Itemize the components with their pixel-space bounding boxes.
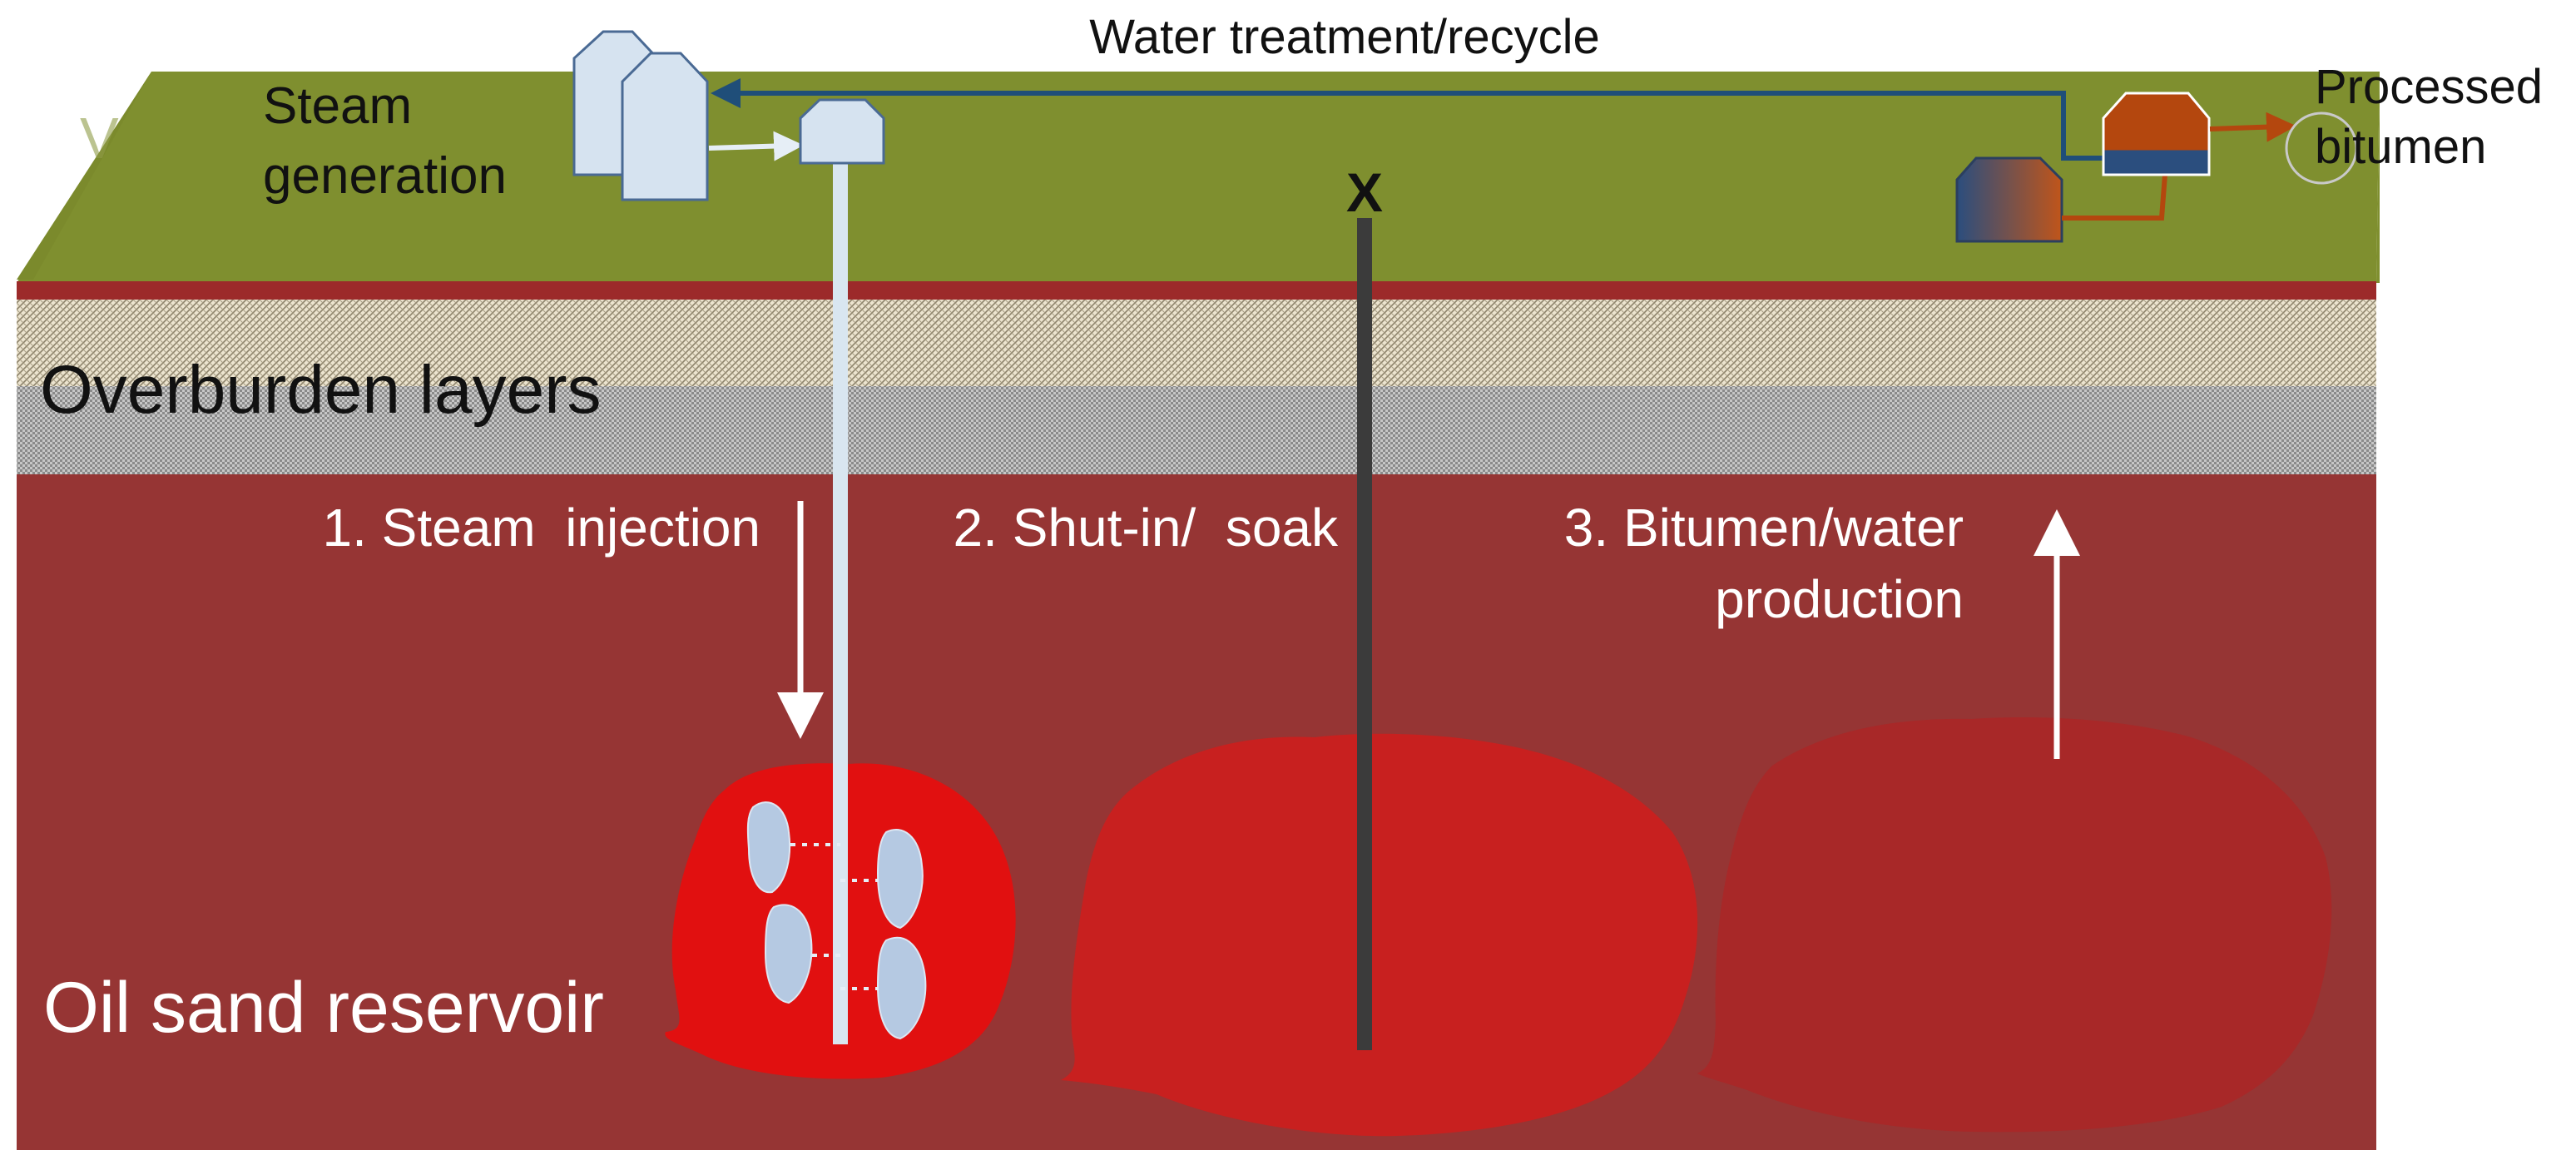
step1-label: 1. Steam injection <box>323 498 761 558</box>
treatment-unit <box>2102 92 2211 176</box>
steam-generation-label-line1: Steam <box>263 77 412 135</box>
processed-bitumen-arrow <box>2209 112 2296 142</box>
steam-bubble <box>746 801 791 894</box>
topsoil-strip <box>17 281 2376 300</box>
step2-label: 2. Shut-in/ soak <box>954 498 1339 558</box>
steam-bubbles <box>746 801 927 1040</box>
step3-label-line2: production <box>1715 569 1964 629</box>
ground-surface-left-bevel <box>17 72 151 280</box>
processed-bitumen-label-line1: Processed <box>2315 60 2543 114</box>
steam-generation-plant <box>572 30 709 201</box>
step3-label-line1: 3. Bitumen/water <box>1564 498 1964 558</box>
steam-bubble <box>876 828 924 930</box>
steam-bubble <box>764 904 813 1004</box>
silo-front <box>621 52 709 201</box>
production-separator <box>1955 156 2063 243</box>
overburden-label: Overburden layers <box>40 352 602 428</box>
overburden-checker-layer <box>17 386 2376 474</box>
overburden-hatched-layer <box>17 300 2376 386</box>
bitumen-transfer-line <box>2062 174 2167 221</box>
injection-wellhead <box>799 98 885 165</box>
steam-bubble-connectors <box>790 843 878 990</box>
water-treatment-label: Water treatment/recycle <box>1089 10 1599 64</box>
steam-generation-label-line2: generation <box>263 147 507 205</box>
steam-feed-arrow <box>708 131 804 161</box>
water-recycle-line <box>711 78 2120 161</box>
steam-chamber-soak <box>1061 733 1698 1137</box>
shut-in-marker: X <box>1346 161 1383 223</box>
outlet-ring <box>2285 112 2358 185</box>
steam-bubble <box>876 936 927 1040</box>
processed-bitumen-label-line2: bitumen <box>2315 120 2486 174</box>
ghost-mark: V <box>80 106 119 171</box>
reservoir-label: Oil sand reservoir <box>43 968 604 1048</box>
